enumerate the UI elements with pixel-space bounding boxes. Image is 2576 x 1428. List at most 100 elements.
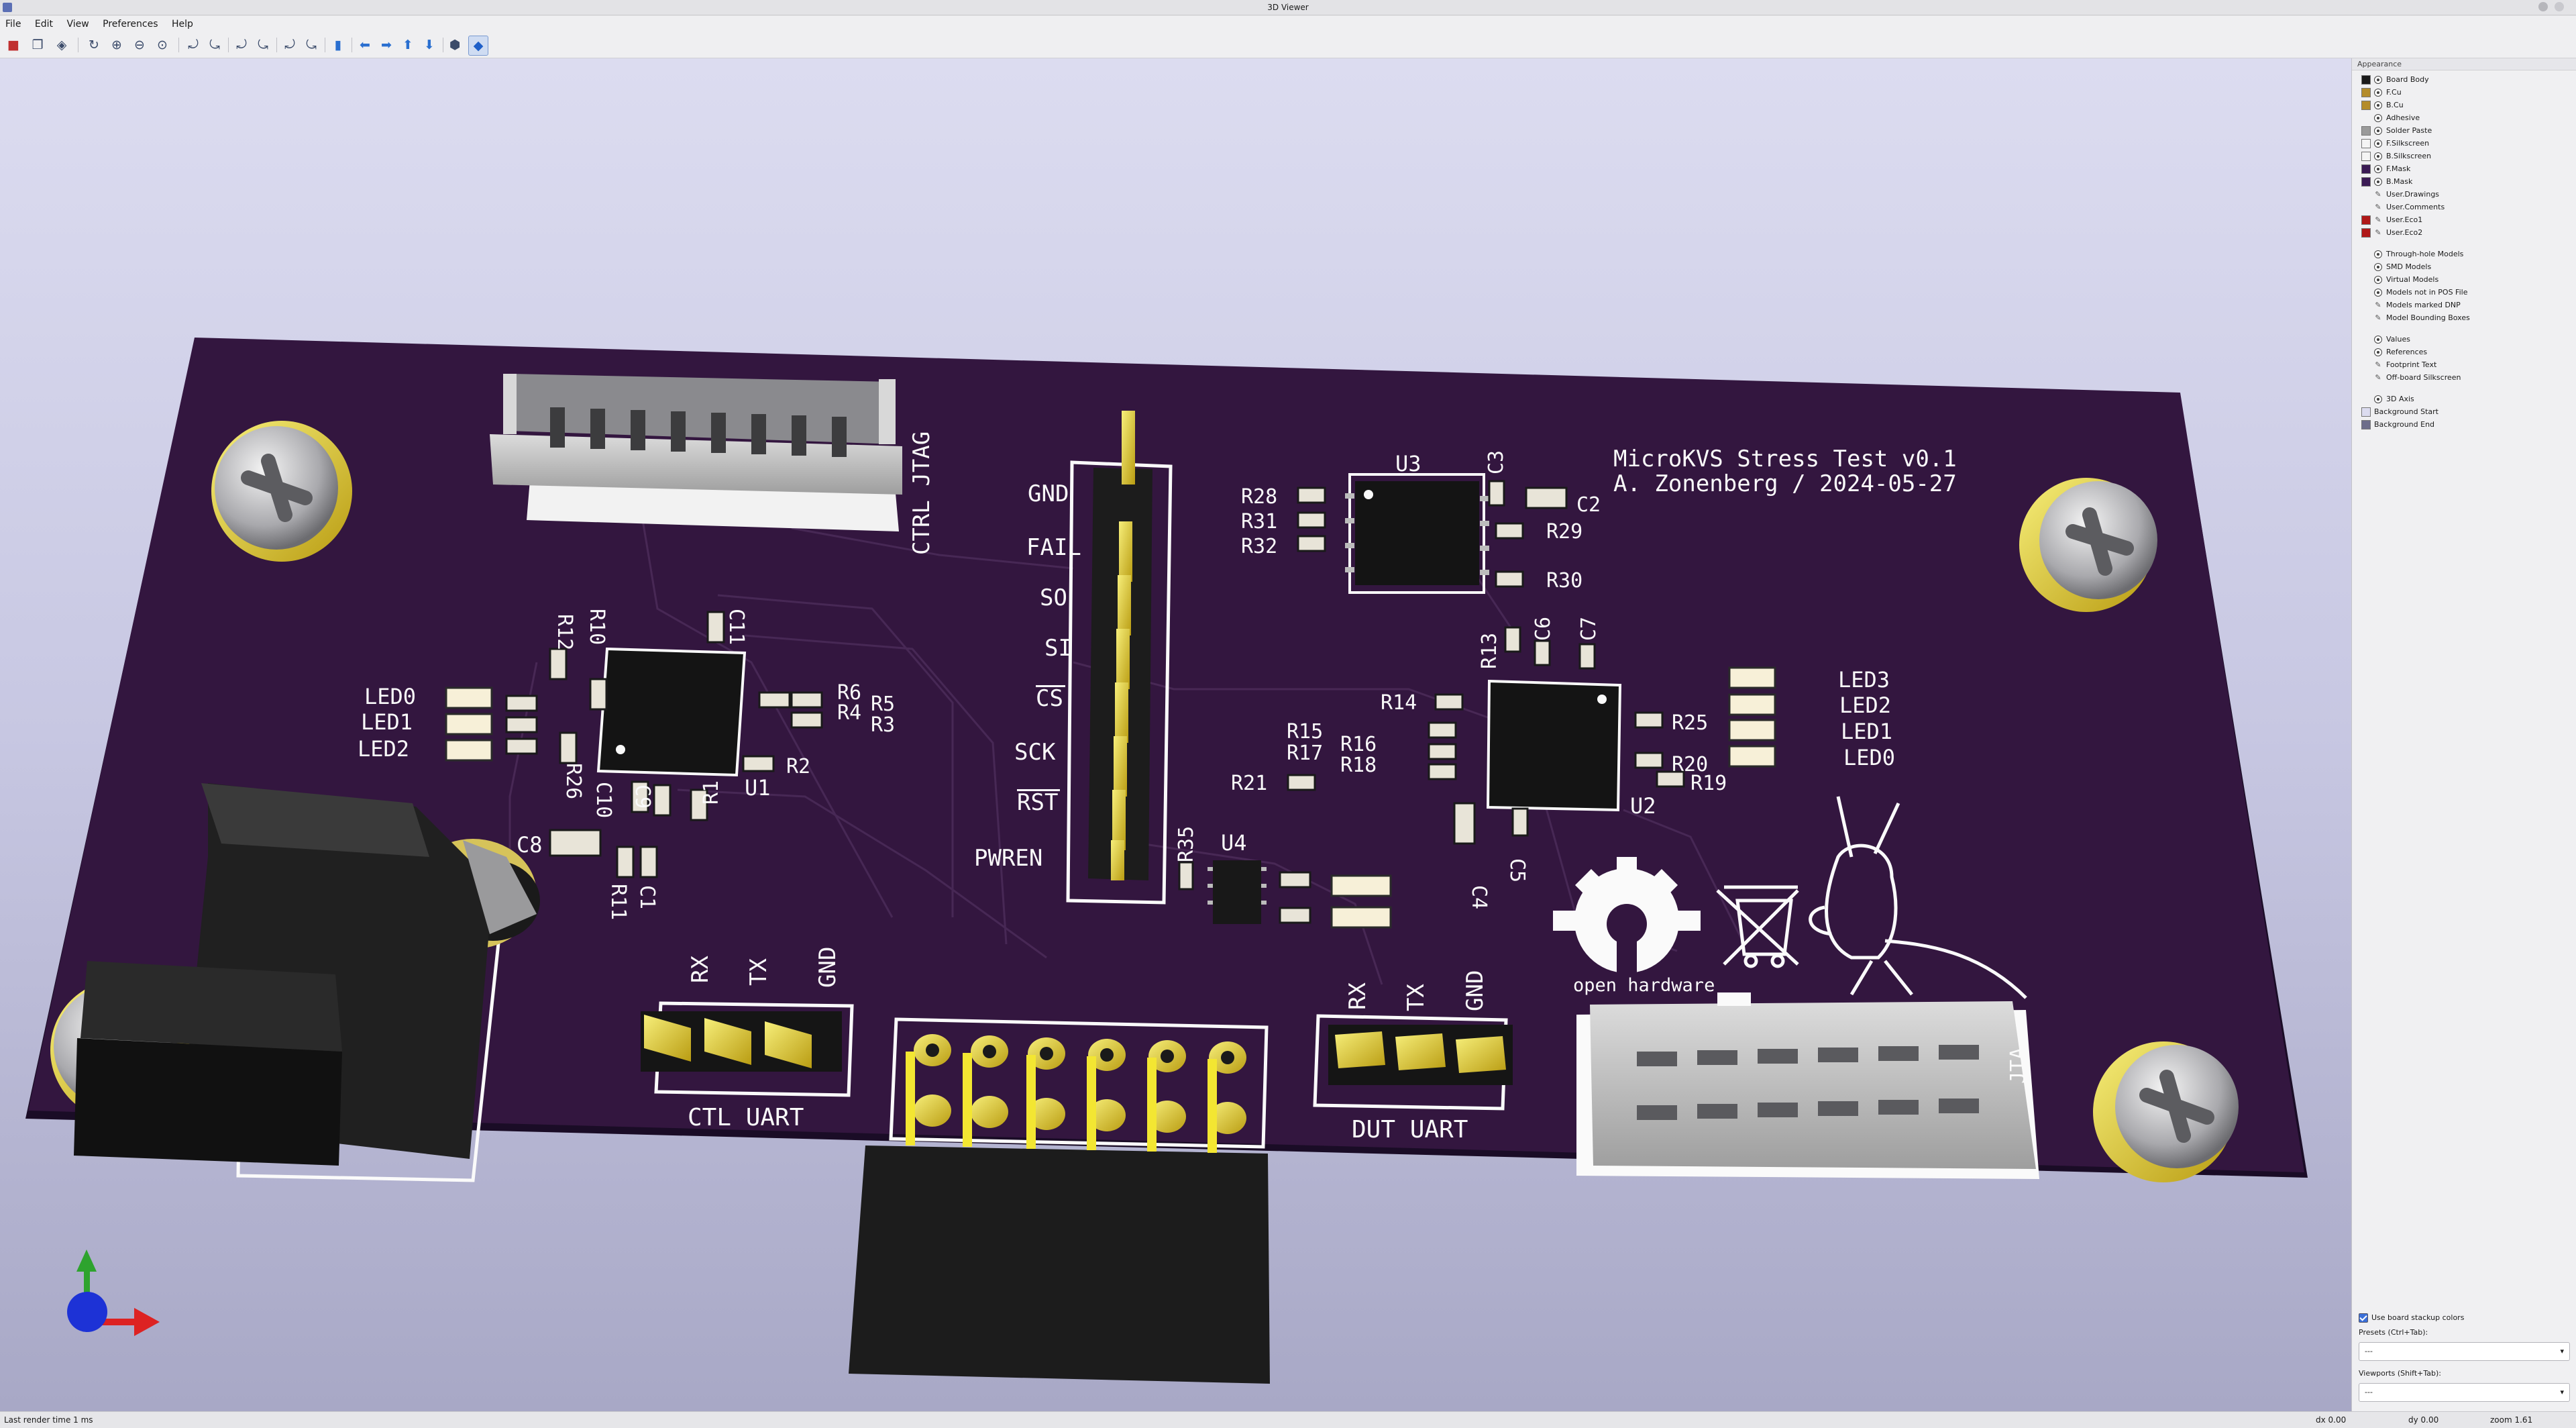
layer-row-user-drawings[interactable]: ✎User.Drawings bbox=[2352, 188, 2576, 201]
refdes-r30: R30 bbox=[1546, 569, 1582, 593]
minimize-button[interactable] bbox=[2538, 2, 2548, 11]
layer-color-swatch[interactable] bbox=[2361, 88, 2371, 97]
layer-row-user-eco2[interactable]: ✎User.Eco2 bbox=[2352, 226, 2576, 239]
visibility-eye-icon[interactable] bbox=[2374, 114, 2382, 122]
visibility-eye-icon[interactable] bbox=[2374, 76, 2382, 84]
layer-row-b-mask[interactable]: B.Mask bbox=[2352, 175, 2576, 188]
stackup-checkbox-row[interactable]: Use board stackup colors bbox=[2352, 1311, 2576, 1325]
layer-row-solder-paste[interactable]: Solder Paste bbox=[2352, 124, 2576, 137]
visibility-eye-icon[interactable] bbox=[2374, 101, 2382, 109]
edit-icon[interactable]: ✎ bbox=[2375, 360, 2381, 369]
visibility-eye-icon[interactable] bbox=[2374, 336, 2382, 344]
extra-row-3d-axis[interactable]: 3D Axis bbox=[2352, 393, 2576, 405]
edit-icon[interactable]: ✎ bbox=[2375, 313, 2381, 322]
rotate-y-ccw-icon[interactable]: ⤿ bbox=[258, 38, 268, 52]
pan-left-icon[interactable]: ⬅ bbox=[360, 38, 370, 52]
render-icon[interactable]: ■ bbox=[7, 38, 19, 52]
zoom-fit-icon[interactable]: ⊙ bbox=[157, 38, 168, 52]
layer-color-swatch[interactable] bbox=[2361, 228, 2371, 238]
layer-color-swatch[interactable] bbox=[2361, 407, 2371, 417]
ctl-uart-header bbox=[641, 1001, 854, 1097]
menu-preferences[interactable]: Preferences bbox=[103, 19, 158, 30]
layer-color-swatch[interactable] bbox=[2361, 139, 2371, 148]
layer-row-f-silkscreen[interactable]: F.Silkscreen bbox=[2352, 137, 2576, 150]
layer-row-b-silkscreen[interactable]: B.Silkscreen bbox=[2352, 150, 2576, 162]
layer-row-user-eco1[interactable]: ✎User.Eco1 bbox=[2352, 213, 2576, 226]
misc-row-references[interactable]: References bbox=[2352, 346, 2576, 358]
layer-row-board-body[interactable]: Board Body bbox=[2352, 73, 2576, 86]
model-row-virtual[interactable]: Virtual Models bbox=[2352, 273, 2576, 286]
menu-edit[interactable]: Edit bbox=[34, 19, 54, 30]
visibility-eye-icon[interactable] bbox=[2374, 89, 2382, 97]
layer-color-swatch[interactable] bbox=[2361, 101, 2371, 110]
edit-icon[interactable]: ✎ bbox=[2375, 301, 2381, 309]
edit-icon[interactable]: ✎ bbox=[2375, 215, 2381, 224]
misc-row-footprint-text[interactable]: ✎Footprint Text bbox=[2352, 358, 2576, 371]
menu-view[interactable]: View bbox=[66, 19, 89, 30]
zoom-in-icon[interactable]: ⊕ bbox=[111, 38, 122, 52]
mounting-screw bbox=[2093, 1041, 2239, 1182]
menu-file[interactable]: File bbox=[5, 19, 21, 30]
extra-row-background-start[interactable]: Background Start bbox=[2352, 405, 2576, 418]
close-button[interactable] bbox=[2555, 2, 2564, 11]
edit-icon[interactable]: ✎ bbox=[2375, 228, 2381, 237]
layer-row-f-mask[interactable]: F.Mask bbox=[2352, 162, 2576, 175]
flip-icon[interactable]: ▮ bbox=[334, 38, 342, 52]
visibility-eye-icon[interactable] bbox=[2374, 289, 2382, 297]
extra-row-background-end[interactable]: Background End bbox=[2352, 418, 2576, 431]
menu-help[interactable]: Help bbox=[171, 19, 193, 30]
layer-label: Board Body bbox=[2386, 75, 2429, 84]
layer-row-f-cu[interactable]: F.Cu bbox=[2352, 86, 2576, 99]
visibility-eye-icon[interactable] bbox=[2374, 395, 2382, 403]
layer-row-adhesive[interactable]: Adhesive bbox=[2352, 111, 2576, 124]
visibility-eye-icon[interactable] bbox=[2374, 250, 2382, 258]
pan-right-icon[interactable]: ➡ bbox=[381, 38, 392, 52]
visibility-eye-icon[interactable] bbox=[2374, 165, 2382, 173]
copy-icon[interactable]: ❐ bbox=[32, 38, 44, 52]
dut-uart-label: DUT UART bbox=[1352, 1116, 1468, 1143]
edit-icon[interactable]: ✎ bbox=[2375, 373, 2381, 382]
visibility-eye-icon[interactable] bbox=[2374, 348, 2382, 356]
visibility-eye-icon[interactable] bbox=[2374, 178, 2382, 186]
layer-row-b-cu[interactable]: B.Cu bbox=[2352, 99, 2576, 111]
edit-icon[interactable]: ✎ bbox=[2375, 190, 2381, 199]
layers-icon[interactable]: ◆ bbox=[468, 36, 488, 56]
rotate-z-ccw-icon[interactable]: ⤿ bbox=[306, 38, 317, 52]
pan-down-icon[interactable]: ⬇ bbox=[424, 38, 435, 52]
visibility-eye-icon[interactable] bbox=[2374, 140, 2382, 148]
model-row-not-in-pos[interactable]: Models not in POS File bbox=[2352, 286, 2576, 299]
rotate-z-cw-icon[interactable]: ⤾ bbox=[284, 38, 295, 52]
pan-up-icon[interactable]: ⬆ bbox=[402, 38, 413, 52]
stackup-checkbox[interactable] bbox=[2359, 1313, 2368, 1323]
refdes-r20: R20 bbox=[1672, 753, 1708, 776]
layer-color-swatch[interactable] bbox=[2361, 164, 2371, 174]
layer-color-swatch[interactable] bbox=[2361, 420, 2371, 429]
zoom-out-icon[interactable]: ⊖ bbox=[134, 38, 145, 52]
3d-viewport[interactable]: MicroKVS Stress Test v0.1 A. Zonenberg /… bbox=[0, 58, 2351, 1411]
rotate-x-cw-icon[interactable]: ⤾ bbox=[188, 38, 199, 52]
rotate-y-cw-icon[interactable]: ⤾ bbox=[236, 38, 247, 52]
model-row-through-hole[interactable]: Through-hole Models bbox=[2352, 248, 2576, 260]
layer-color-swatch[interactable] bbox=[2361, 75, 2371, 85]
visibility-eye-icon[interactable] bbox=[2374, 152, 2382, 160]
reload-icon[interactable]: ↻ bbox=[89, 38, 99, 52]
model-row-dnp[interactable]: ✎Models marked DNP bbox=[2352, 299, 2576, 311]
edit-icon[interactable]: ✎ bbox=[2375, 203, 2381, 211]
model-row-smd[interactable]: SMD Models bbox=[2352, 260, 2576, 273]
layer-color-swatch[interactable] bbox=[2361, 215, 2371, 225]
layer-color-swatch[interactable] bbox=[2361, 177, 2371, 187]
misc-row-offboard-silkscreen[interactable]: ✎Off-board Silkscreen bbox=[2352, 371, 2576, 384]
model-row-bounding-boxes[interactable]: ✎Model Bounding Boxes bbox=[2352, 311, 2576, 324]
layer-color-swatch[interactable] bbox=[2361, 152, 2371, 161]
layer-color-swatch[interactable] bbox=[2361, 126, 2371, 136]
viewports-dropdown[interactable]: ---▾ bbox=[2359, 1383, 2570, 1402]
visibility-eye-icon[interactable] bbox=[2374, 263, 2382, 271]
rotate-x-ccw-icon[interactable]: ⤿ bbox=[209, 38, 220, 52]
visibility-eye-icon[interactable] bbox=[2374, 127, 2382, 135]
layer-row-user-comments[interactable]: ✎User.Comments bbox=[2352, 201, 2576, 213]
misc-row-values[interactable]: Values bbox=[2352, 333, 2576, 346]
visibility-eye-icon[interactable] bbox=[2374, 276, 2382, 284]
raytrace-icon[interactable]: ◈ bbox=[56, 38, 67, 52]
ortho-icon[interactable]: ⬢ bbox=[449, 38, 461, 52]
presets-dropdown[interactable]: ---▾ bbox=[2359, 1342, 2570, 1361]
